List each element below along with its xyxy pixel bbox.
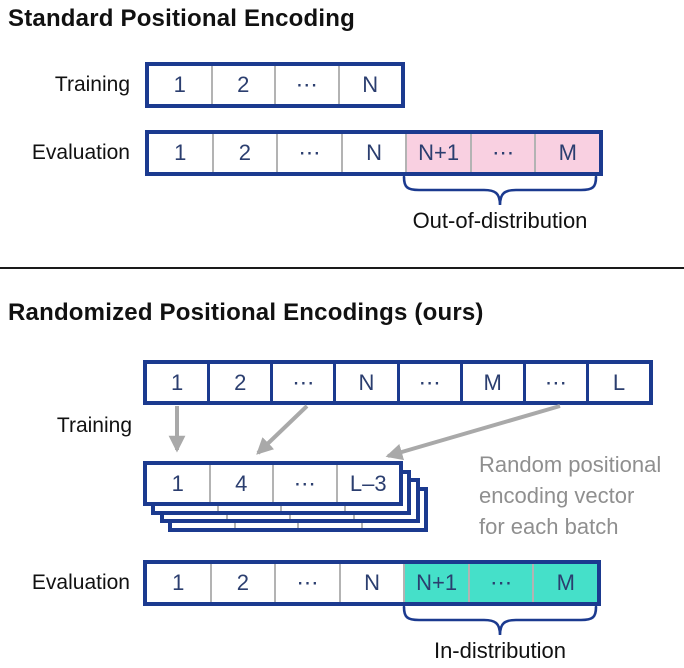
cell: 2 xyxy=(211,134,277,172)
out-of-distribution-brace xyxy=(402,175,598,206)
ellipsis-cell: ⋯ xyxy=(396,364,460,401)
out-of-distribution-label: Out-of-distribution xyxy=(412,208,588,233)
annotation-line: for each batch xyxy=(479,514,619,539)
randomized-evaluation-label: Evaluation xyxy=(31,571,130,594)
ood-cell: N+1 xyxy=(405,134,470,172)
cell: 2 xyxy=(209,564,275,602)
randomized-evaluation-row: 1 2 ⋯ N N+1 ⋯ M xyxy=(143,560,601,606)
ellipsis-cell: ⋯ xyxy=(274,66,338,104)
standard-training-label: Training xyxy=(54,73,130,96)
cell: 1 xyxy=(147,564,210,602)
id-cell: M xyxy=(532,564,598,602)
arrow-icon xyxy=(256,404,309,455)
cell: 1 xyxy=(149,66,211,104)
ellipsis-cell: ⋯ xyxy=(274,564,339,602)
id-cell: N+1 xyxy=(403,564,468,602)
cell: L xyxy=(585,364,649,401)
cell: 2 xyxy=(207,364,271,401)
section-divider xyxy=(0,267,684,269)
ood-ellipsis-cell: ⋯ xyxy=(469,134,535,172)
cell: N xyxy=(338,564,404,602)
cell: M xyxy=(459,364,523,401)
standard-evaluation-row: 1 2 ⋯ N N+1 ⋯ M xyxy=(145,130,603,176)
annotation-line: Random positional xyxy=(479,452,662,477)
cell: N xyxy=(333,364,397,401)
cell: 1 xyxy=(149,134,212,172)
ellipsis-cell: ⋯ xyxy=(276,134,341,172)
in-distribution-label: In-distribution xyxy=(433,638,567,663)
randomized-section-title: Randomized Positional Encodings (ours) xyxy=(8,299,484,326)
randomized-training-label: Training xyxy=(56,414,132,437)
id-ellipsis-cell: ⋯ xyxy=(467,564,533,602)
standard-evaluation-label: Evaluation xyxy=(31,141,130,164)
cell: N xyxy=(340,134,406,172)
randomized-batch-row: 1 4 ⋯ L–3 xyxy=(143,461,403,506)
cell: 4 xyxy=(208,465,272,502)
standard-section-title: Standard Positional Encoding xyxy=(8,5,355,32)
randomized-training-sequence-row: 1 2 ⋯ N ⋯ M ⋯ L xyxy=(143,360,653,405)
random-encoding-annotation: Random positional encoding vector for ea… xyxy=(479,449,661,542)
ellipsis-cell: ⋯ xyxy=(270,364,334,401)
annotation-line: encoding vector xyxy=(479,483,635,508)
ood-cell: M xyxy=(534,134,600,172)
cell: 2 xyxy=(210,66,274,104)
cell: 1 xyxy=(147,465,209,502)
ellipsis-cell: ⋯ xyxy=(522,364,586,401)
ellipsis-cell: ⋯ xyxy=(272,465,336,502)
cell: 1 xyxy=(147,364,208,401)
standard-training-row: 1 2 ⋯ N xyxy=(145,62,405,108)
cell: L–3 xyxy=(335,465,399,502)
in-distribution-brace xyxy=(402,605,598,636)
cell: N xyxy=(337,66,401,104)
